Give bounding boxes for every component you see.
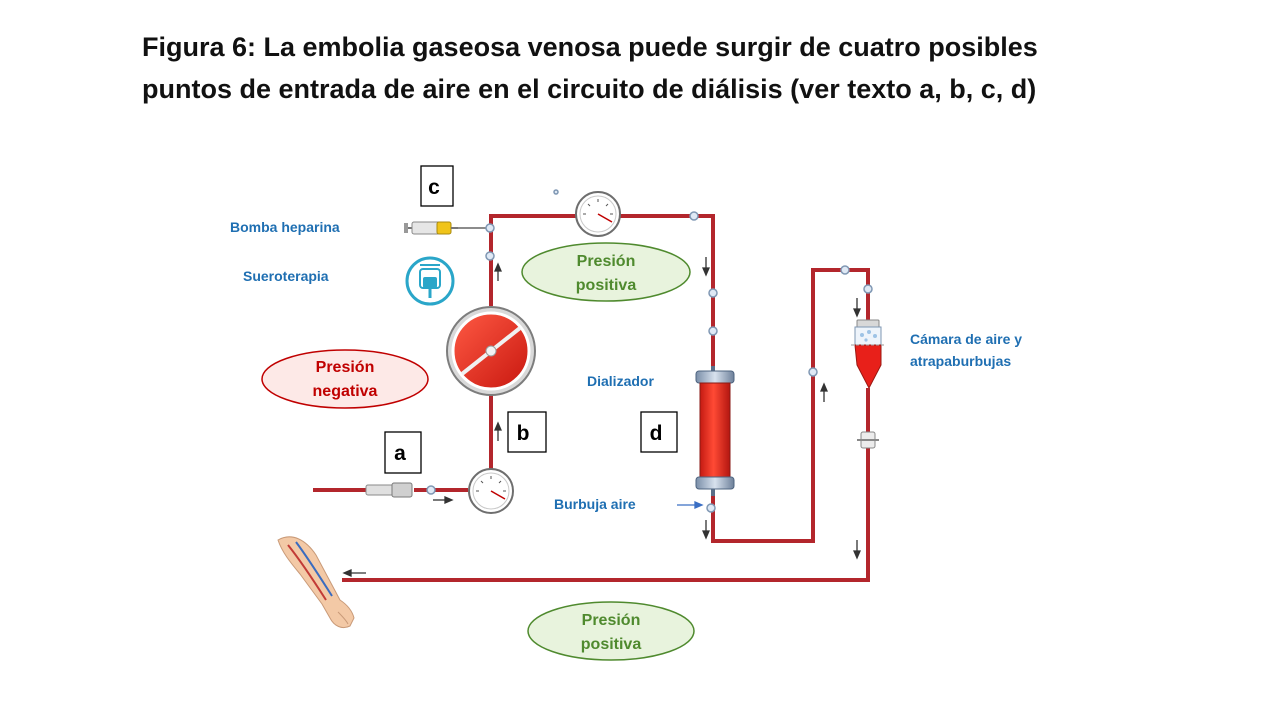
entry-point-b-box: b xyxy=(507,411,547,453)
tubing-connectors xyxy=(426,189,873,513)
entry-point-c-label: c xyxy=(428,176,440,199)
entry-point-a-label: a xyxy=(394,442,406,465)
dializador-label: Dializador xyxy=(587,373,654,389)
flow-arrow-left xyxy=(342,569,366,577)
bomba-heparina-label: Bomba heparina xyxy=(230,219,340,235)
top-line xyxy=(489,214,715,372)
flow-arrow-down xyxy=(702,257,710,277)
presion-negativa-bubble: Presión negativa xyxy=(261,349,429,409)
flow-arrow-down xyxy=(702,520,710,540)
presion-negativa-line-1: Presión xyxy=(316,359,375,376)
heparin-syringe-icon xyxy=(404,221,458,235)
flow-arrows xyxy=(342,257,861,577)
figure-title-line-2: puntos de entrada de aire en el circuito… xyxy=(142,74,1037,104)
dialyzer xyxy=(695,366,735,496)
presion-positiva-top-line-1: Presión xyxy=(577,253,636,270)
venous-clamp xyxy=(857,431,879,449)
entry-point-b-label: b xyxy=(517,422,530,445)
patient-arm-image xyxy=(277,536,355,629)
flow-arrow-right xyxy=(433,496,454,504)
entry-point-a-box: a xyxy=(384,431,422,474)
flow-arrow-down xyxy=(853,298,861,318)
blood-pump xyxy=(446,306,536,396)
flow-arrow-down xyxy=(853,540,861,560)
presion-positiva-bottom-line-1: Presión xyxy=(582,612,641,629)
flow-arrow-up xyxy=(494,262,502,281)
top-pressure-gauge xyxy=(575,191,621,237)
presion-positiva-top-bubble: Presión positiva xyxy=(521,242,691,302)
flow-arrow-up xyxy=(494,421,502,441)
entry-point-d-box: d xyxy=(640,411,678,453)
flow-arrow-up xyxy=(820,382,828,402)
figure-title: Figura 6: La embolia gaseosa venosa pued… xyxy=(142,26,1142,110)
venous-return xyxy=(342,398,870,582)
figure-title-line-1: Figura 6: La embolia gaseosa venosa pued… xyxy=(142,32,1038,62)
presion-positiva-top-line-2: positiva xyxy=(576,277,637,294)
entry-point-d-label: d xyxy=(650,422,663,445)
entry-point-c-box: c xyxy=(420,165,454,207)
air-chamber-bubble-trap xyxy=(851,319,885,398)
air-bubble-arrow xyxy=(677,501,704,509)
dialyzer-outlet xyxy=(711,268,870,543)
presion-positiva-bottom-bubble: Presión positiva xyxy=(527,601,695,661)
sueroterapia-label: Sueroterapia xyxy=(243,268,329,284)
arterial-pressure-gauge xyxy=(468,468,514,514)
burbuja-aire-label: Burbuja aire xyxy=(554,496,636,512)
presion-negativa-line-2: negativa xyxy=(313,383,378,400)
presion-positiva-bottom-line-2: positiva xyxy=(581,636,642,653)
camara-aire-label-line-1: Cámara de aire y xyxy=(910,331,1022,347)
camara-aire-label-line-2: atrapaburbujas xyxy=(910,353,1011,369)
serum-bag-icon xyxy=(405,256,455,306)
arterial-connector xyxy=(365,482,413,498)
